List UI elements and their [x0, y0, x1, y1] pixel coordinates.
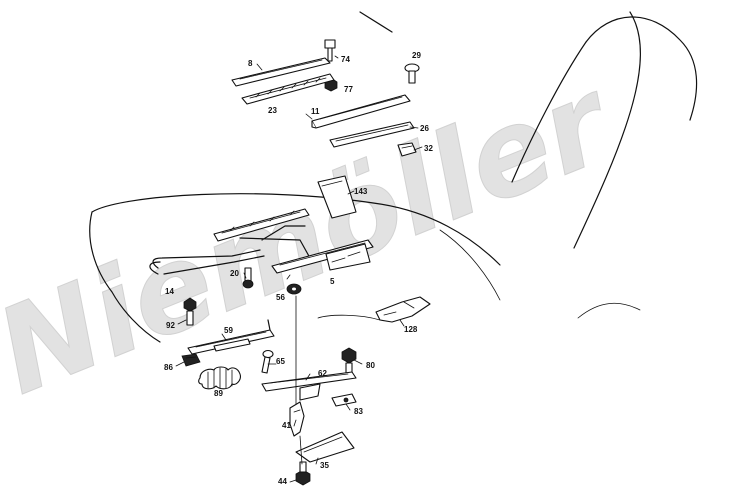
callout-35: 35	[320, 461, 329, 470]
part-35-cover-plate	[295, 431, 355, 463]
watermark: Niemöller	[0, 49, 633, 421]
part-89-spring	[198, 366, 241, 390]
watermark-text: Niemöller	[0, 50, 632, 421]
callout-labels: 8 74 77 23 29 11 26 32 143 14 20 5 56 12…	[164, 51, 433, 486]
callout-26: 26	[420, 124, 429, 133]
part-92-bolt	[183, 297, 197, 326]
callout-41: 41	[282, 421, 291, 430]
assembly-axis-line	[295, 295, 303, 465]
callout-89: 89	[214, 389, 223, 398]
callout-80: 80	[366, 361, 375, 370]
callout-29: 29	[412, 51, 421, 60]
callout-92: 92	[166, 321, 175, 330]
part-62-lower-rail	[261, 371, 357, 401]
part-8-rail-cover	[231, 57, 331, 87]
callout-62: 62	[318, 369, 327, 378]
part-65-screw	[261, 349, 274, 374]
part-83-stop	[331, 393, 357, 407]
callout-14: 14	[165, 287, 174, 296]
part-5-seat-frame	[213, 208, 374, 274]
callout-11: 11	[311, 107, 320, 116]
callout-5: 5	[330, 277, 335, 286]
part-44-bolt	[295, 461, 311, 486]
part-14-release-bar	[149, 249, 265, 275]
leader-lines	[175, 55, 423, 483]
callout-143: 143	[354, 187, 368, 196]
callout-44: 44	[278, 477, 287, 486]
callout-32: 32	[424, 144, 433, 153]
part-59-lower-rail	[187, 319, 275, 355]
callout-65: 65	[276, 357, 285, 366]
part-20-bushing	[242, 267, 254, 289]
callout-74: 74	[341, 55, 350, 64]
part-143-cover	[317, 175, 357, 219]
callout-77: 77	[344, 85, 353, 94]
part-80-bolt	[341, 347, 357, 378]
part-74-bolt	[324, 39, 336, 62]
callout-20: 20	[230, 269, 239, 278]
callout-56: 56	[276, 293, 285, 302]
callout-83: 83	[354, 407, 363, 416]
callout-23: 23	[268, 106, 277, 115]
part-128-lever	[375, 296, 431, 323]
part-26-rail-cover	[329, 121, 415, 148]
part-41-bracket	[289, 401, 305, 437]
part-29-screw	[404, 63, 420, 84]
part-56-washer	[286, 283, 302, 295]
part-23-guide-strip	[241, 73, 335, 105]
callout-86: 86	[164, 363, 173, 372]
part-86-clip	[181, 353, 201, 367]
callout-8: 8	[248, 59, 253, 68]
callout-128: 128	[404, 325, 418, 334]
callout-59: 59	[224, 326, 233, 335]
part-11-rail	[311, 94, 411, 129]
part-32-clip	[397, 142, 417, 157]
